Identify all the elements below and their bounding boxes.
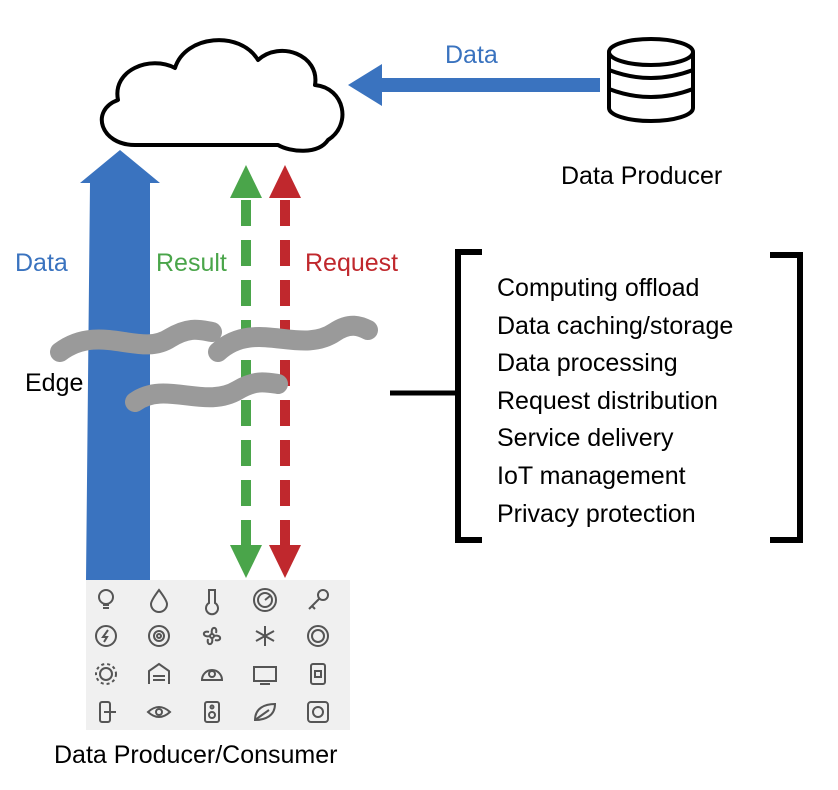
outlet-icon	[307, 701, 329, 723]
fan-icon	[202, 626, 222, 646]
function-item: Computing offload	[497, 274, 699, 302]
drop-icon	[149, 588, 169, 613]
edge-waves	[50, 315, 378, 412]
right-bracket	[770, 252, 803, 543]
function-item: Request distribution	[497, 387, 718, 415]
left-data-label: Data	[15, 249, 68, 277]
eye-icon	[146, 706, 172, 718]
edge-label: Edge	[25, 369, 83, 397]
data-upload-arrow	[348, 64, 600, 106]
function-item: Service delivery	[497, 424, 674, 452]
disc-icon	[307, 625, 329, 647]
thermometer-icon	[205, 589, 219, 616]
left-bracket	[455, 249, 482, 543]
device-icons	[95, 588, 329, 723]
request-label: Request	[305, 249, 398, 277]
producer-consumer-label: Data Producer/Consumer	[54, 741, 337, 769]
database-icon	[607, 37, 695, 123]
function-item: Data processing	[497, 349, 678, 377]
socket-icon	[310, 663, 326, 685]
power-icon	[95, 625, 117, 647]
data-flow-arrow	[80, 150, 160, 580]
function-item: IoT management	[497, 462, 686, 490]
camera-icon	[148, 625, 170, 647]
gauge-icon	[253, 588, 277, 612]
result-label: Result	[156, 249, 227, 277]
robot-vacuum-icon	[200, 669, 224, 681]
arrow-shaft	[372, 78, 600, 92]
door-handle-icon	[99, 701, 116, 723]
top-data-label: Data	[445, 41, 498, 69]
arrow-head	[348, 64, 382, 106]
function-item: Privacy protection	[497, 500, 696, 528]
garage-icon	[148, 662, 170, 684]
result-arrow	[230, 165, 262, 578]
tv-icon	[253, 666, 277, 685]
bulb-icon	[98, 589, 114, 609]
leaf-icon	[253, 702, 277, 722]
function-item: Data caching/storage	[497, 312, 733, 340]
sun-icon	[95, 663, 117, 685]
key-icon	[308, 589, 329, 610]
function-list: Computing offload Data caching/storage D…	[497, 274, 733, 528]
speaker-icon	[204, 701, 220, 723]
request-arrow	[269, 165, 301, 578]
cloud-icon	[99, 38, 345, 153]
snowflake-icon	[255, 626, 275, 646]
data-producer-label: Data Producer	[561, 162, 722, 190]
